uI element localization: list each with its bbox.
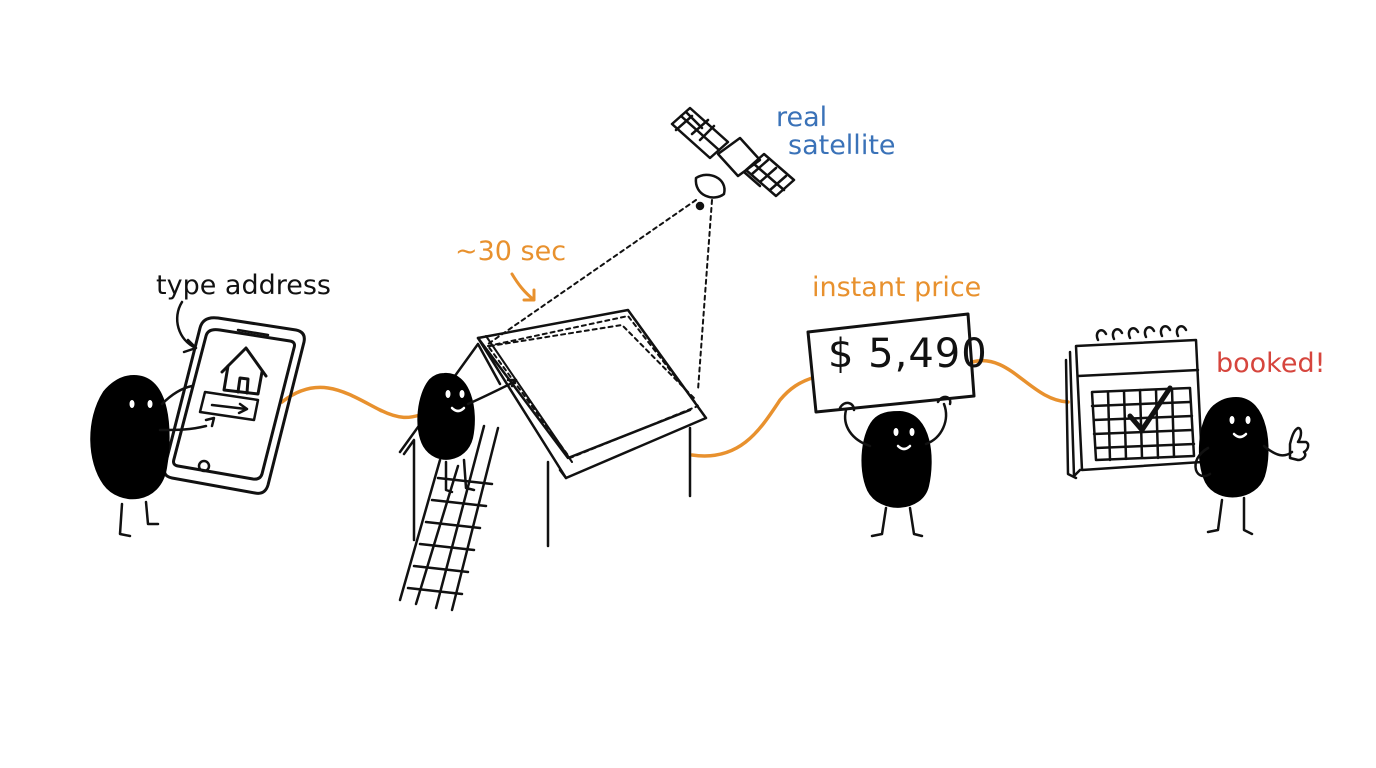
label-type-address: type address [156, 270, 331, 301]
price-amount: $ 5,490 [828, 331, 988, 377]
label-booked: booked! [1216, 348, 1326, 379]
label-satellite: satellite [788, 130, 896, 161]
label-real-satellite: real satellite [776, 104, 896, 160]
figure-thumbs-up [1194, 397, 1310, 536]
checkmark-icon [1127, 385, 1173, 433]
satellite-beams [487, 199, 713, 391]
house-icon [220, 346, 268, 396]
stage-roof-measure [398, 106, 796, 612]
figure-typing [90, 375, 216, 538]
thumbs-up-icon [1288, 426, 1310, 462]
pointer-arrow [176, 300, 198, 354]
phone-icon [162, 316, 306, 495]
label-instant-price: instant price [812, 272, 982, 303]
price-sign [806, 312, 976, 414]
figure-holding-sign [838, 395, 952, 538]
arrow-right-icon [198, 390, 260, 422]
stage-instant-price [806, 312, 976, 538]
stage-type-address [90, 300, 306, 538]
time-arrow [510, 272, 536, 302]
stage-booked [1064, 325, 1310, 536]
house-roof [398, 308, 708, 548]
label-real: real [776, 102, 828, 133]
satellite-icon [670, 106, 796, 211]
journey-path [280, 358, 1070, 458]
figure-on-ladder [417, 372, 518, 494]
label-time: ~30 sec [455, 236, 567, 267]
measure-outline [487, 315, 699, 459]
calendar-icon [1064, 325, 1204, 480]
